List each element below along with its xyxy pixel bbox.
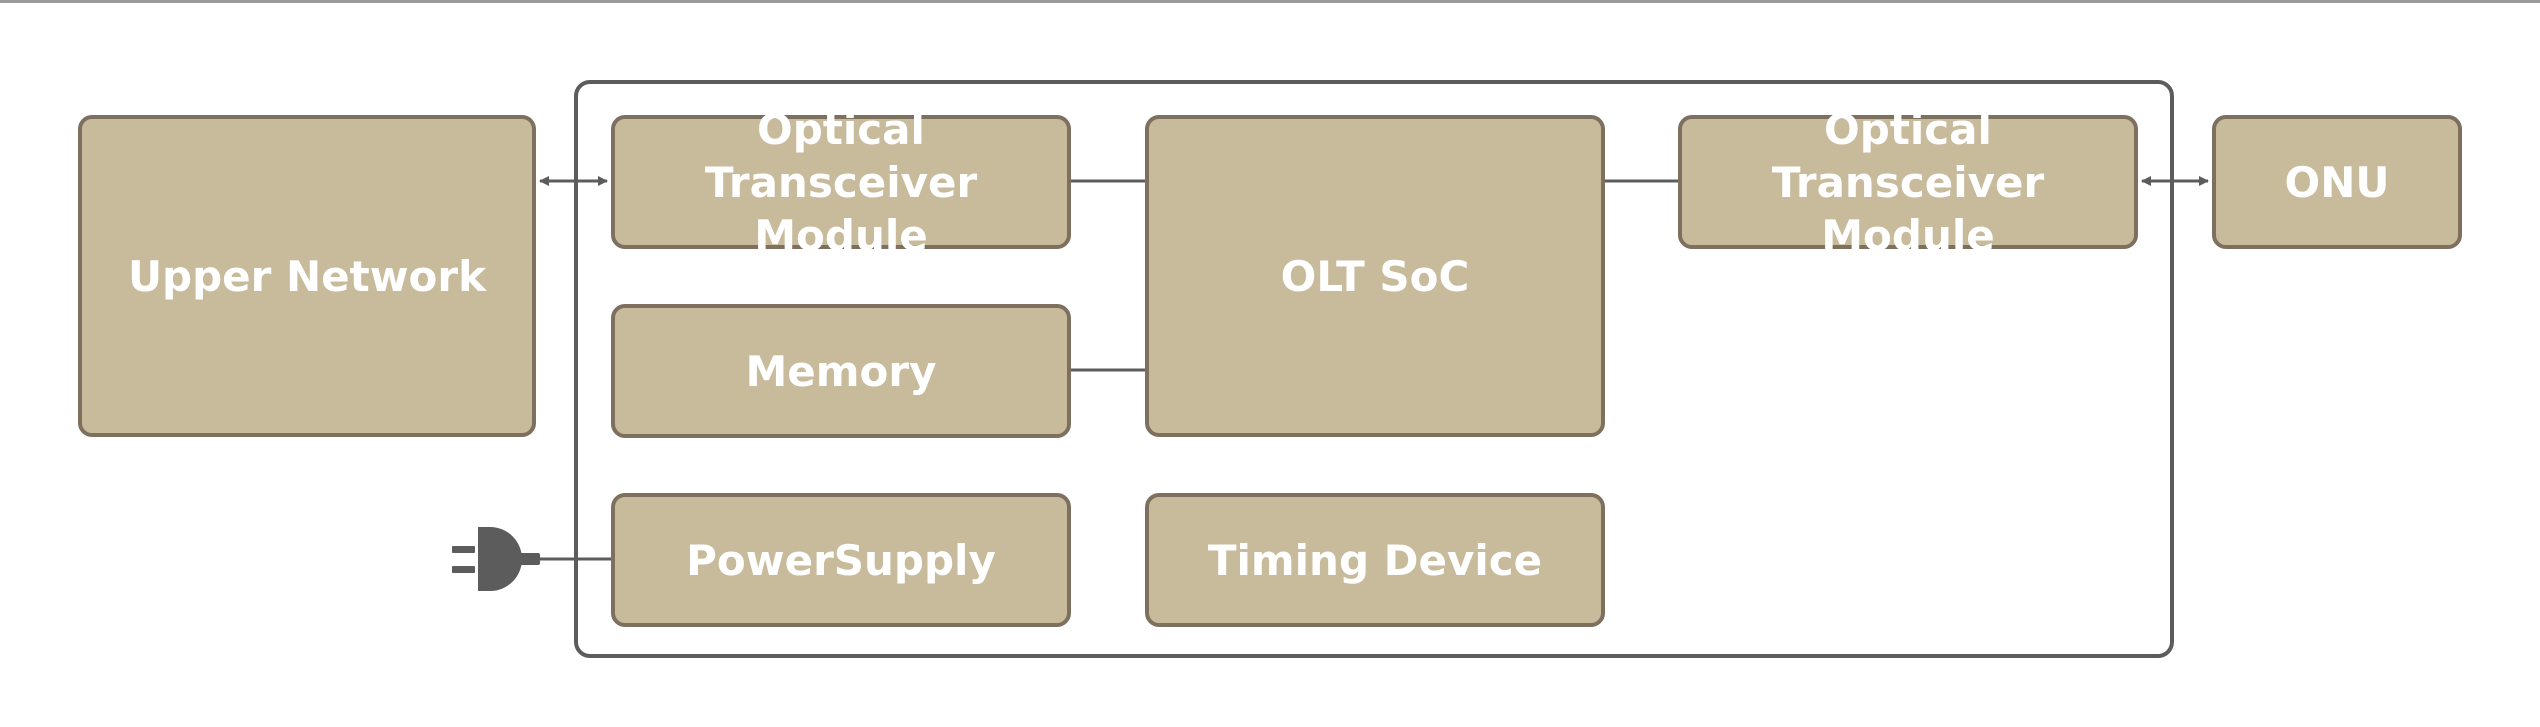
power-supply-block: PowerSupply [611,493,1071,627]
memory-block: Memory [611,304,1071,438]
optical-transceiver-left-label: Optical Transceiver Module [704,104,978,260]
olt-soc-label: OLT SoC [1280,251,1470,301]
power-supply-label: PowerSupply [686,535,996,585]
timing-device-label: Timing Device [1207,535,1543,585]
memory-label: Memory [745,346,937,396]
optical-transceiver-right-label: Optical Transceiver Module [1771,104,2045,260]
olt-enclosure [574,80,2174,658]
onu-block: ONU [2212,115,2462,249]
optical-transceiver-right-block: Optical Transceiver Module [1678,105,2138,260]
onu-label: ONU [2284,157,2390,207]
olt-soc-block: OLT SoC [1145,115,1605,437]
upper-network-label: Upper Network [127,251,487,301]
optical-transceiver-left-block: Optical Transceiver Module [611,105,1071,260]
power-plug-icon [452,527,540,591]
upper-network-block: Upper Network [78,115,536,437]
timing-device-block: Timing Device [1145,493,1605,627]
